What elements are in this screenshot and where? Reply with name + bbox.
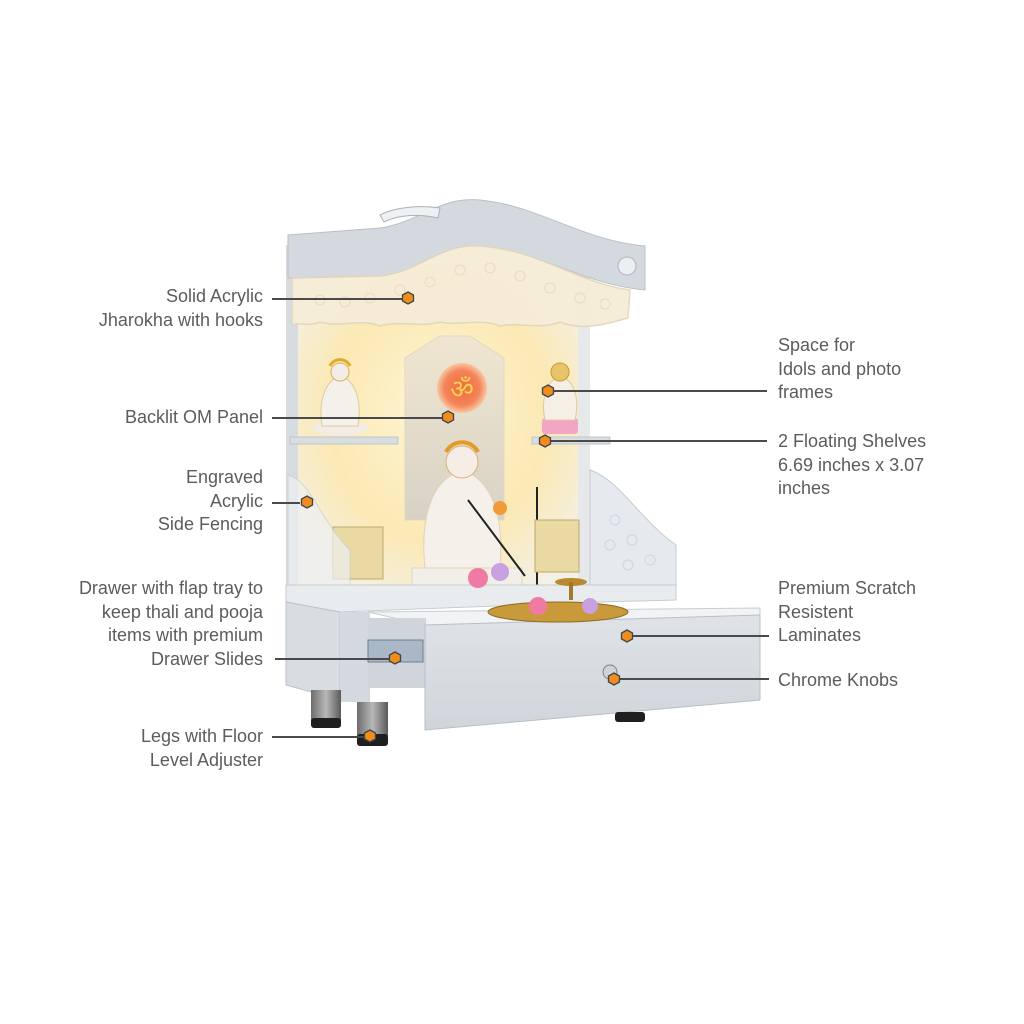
leader-line-legs bbox=[272, 736, 364, 738]
callout-jharokha: Solid Acrylic Jharokha with hooks bbox=[98, 286, 263, 330]
side-fencing-right bbox=[589, 469, 677, 586]
leader-line-jharokha bbox=[272, 298, 402, 300]
floating-shelf-left bbox=[289, 436, 399, 445]
leader-line-shelves bbox=[551, 440, 767, 442]
callout-side-fencing: Engraved Acrylic Side Fencing bbox=[157, 467, 263, 534]
leader-line-drawer-slides bbox=[275, 658, 389, 660]
hexagon-marker-icon bbox=[363, 729, 377, 743]
flowers bbox=[468, 568, 488, 588]
brass-thali bbox=[487, 601, 629, 623]
om-symbol-icon: ॐ bbox=[450, 375, 474, 405]
leg-right bbox=[615, 712, 645, 722]
hexagon-marker-icon bbox=[388, 651, 402, 665]
callout-laminates: Premium Scratch Resistent Laminates bbox=[778, 578, 917, 645]
hexagon-marker-icon bbox=[441, 410, 455, 424]
hexagon-marker-icon bbox=[538, 434, 552, 448]
leader-line-om-panel bbox=[272, 417, 442, 419]
callout-om-panel: Backlit OM Panel bbox=[124, 407, 263, 427]
hexagon-marker-icon bbox=[607, 672, 621, 686]
leader-line-side-fencing bbox=[272, 502, 300, 504]
acrylic-jharokha bbox=[291, 245, 631, 328]
lower-cabinet-side bbox=[285, 601, 341, 701]
callout-drawer-slides: Drawer with flap tray to keep thali and … bbox=[78, 578, 263, 669]
leader-line-knobs bbox=[620, 678, 769, 680]
brand-badge bbox=[617, 256, 637, 276]
callout-knobs: Chrome Knobs bbox=[778, 670, 899, 690]
callout-shelves: 2 Floating Shelves 6.69 inches x 3.07 in… bbox=[778, 431, 927, 498]
drawer-front bbox=[424, 614, 761, 731]
hexagon-marker-icon bbox=[541, 384, 555, 398]
hexagon-marker-icon bbox=[401, 291, 415, 305]
callout-legs: Legs with Floor Level Adjuster bbox=[140, 726, 263, 770]
leg-back bbox=[311, 690, 341, 722]
hexagon-marker-icon bbox=[300, 495, 314, 509]
yantra-frame-right bbox=[534, 519, 580, 573]
idol-left bbox=[312, 358, 368, 436]
hexagon-marker-icon bbox=[620, 629, 634, 643]
leader-line-idol-space bbox=[554, 390, 767, 392]
om-circle bbox=[437, 363, 487, 413]
leader-line-laminates bbox=[633, 635, 769, 637]
callout-idol-space: Space for Idols and photo frames bbox=[778, 335, 902, 402]
